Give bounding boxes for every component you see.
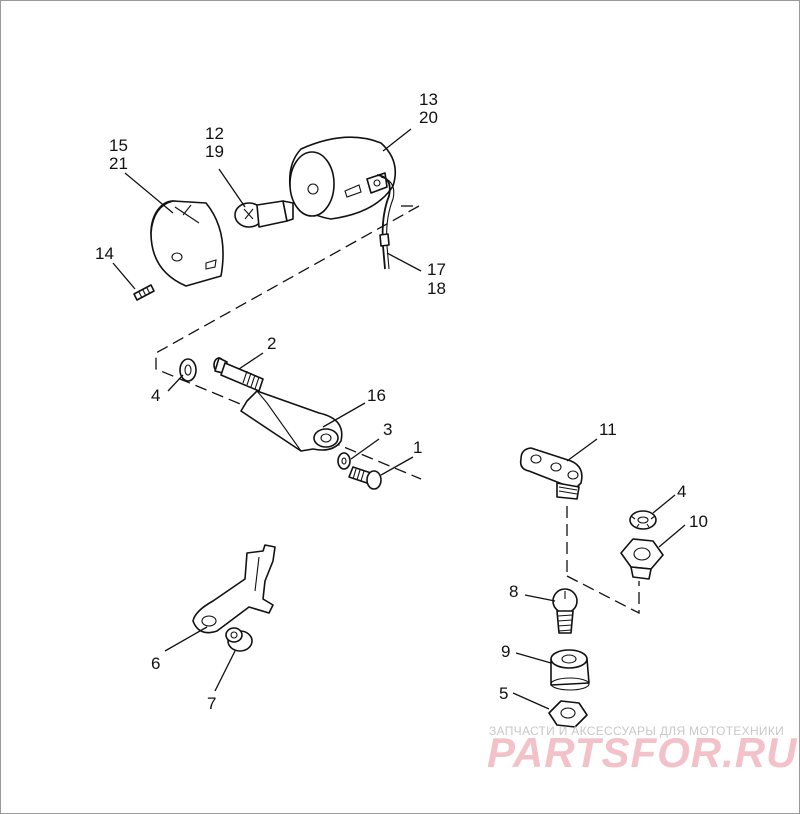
- callout-4-left: 4: [151, 386, 160, 405]
- star-washer-part: [629, 510, 657, 530]
- callout-13: 13: [419, 90, 438, 109]
- callout-17: 17: [427, 260, 446, 279]
- callout-16: 16: [367, 386, 386, 405]
- callout-labels: 13 20 12 19 15 21 14 17 18 2 4 16 3 1 11…: [95, 90, 708, 713]
- mounting-bracket-part: [240, 390, 343, 452]
- side-bracket-part: [192, 544, 276, 634]
- wire-part: [376, 174, 395, 270]
- lock-nut-part: [548, 700, 588, 728]
- callout-12: 12: [205, 124, 224, 143]
- callout-15: 15: [109, 136, 128, 155]
- watermark: ЗАПЧАСТИ И АКСЕССУАРЫ ДЛЯ МОТОТЕХНИКИ PA…: [487, 724, 798, 776]
- watermark-brand: PARTSFOR.RU: [487, 729, 798, 776]
- housing-part: [288, 136, 397, 220]
- lens-part: [150, 200, 224, 287]
- callout-4-right: 4: [677, 482, 686, 501]
- hex-nut-part: [620, 538, 664, 580]
- callout-21: 21: [109, 154, 128, 173]
- callout-19: 19: [205, 142, 224, 161]
- callout-5: 5: [499, 684, 508, 703]
- callout-10: 10: [689, 512, 708, 531]
- callout-11: 11: [599, 420, 617, 439]
- callout-9: 9: [501, 642, 510, 661]
- ball-stud-part: [552, 588, 578, 634]
- callout-1: 1: [413, 438, 422, 457]
- assembly-centerlines: [155, 205, 640, 615]
- bulb-part: [234, 200, 294, 228]
- watermark-tagline: ЗАПЧАСТИ И АКСЕССУАРЫ ДЛЯ МОТОТЕХНИКИ: [489, 724, 784, 738]
- callout-20: 20: [419, 108, 438, 127]
- screw-part: [348, 466, 382, 490]
- lens-screw-part: [133, 284, 155, 301]
- callout-6: 6: [151, 654, 160, 673]
- callout-2: 2: [267, 334, 276, 353]
- callout-18: 18: [427, 279, 446, 298]
- leader-lines: [112, 128, 686, 710]
- callout-14: 14: [95, 244, 114, 263]
- callout-3: 3: [383, 420, 392, 439]
- socket-part: [550, 649, 590, 691]
- lock-washer-part: [337, 452, 351, 470]
- stud-plate-part: [519, 447, 583, 500]
- grommet-part: [225, 627, 253, 652]
- bolt-part: [213, 357, 264, 392]
- callout-7: 7: [207, 694, 216, 713]
- washer-part: [179, 358, 197, 382]
- callout-8: 8: [509, 582, 518, 601]
